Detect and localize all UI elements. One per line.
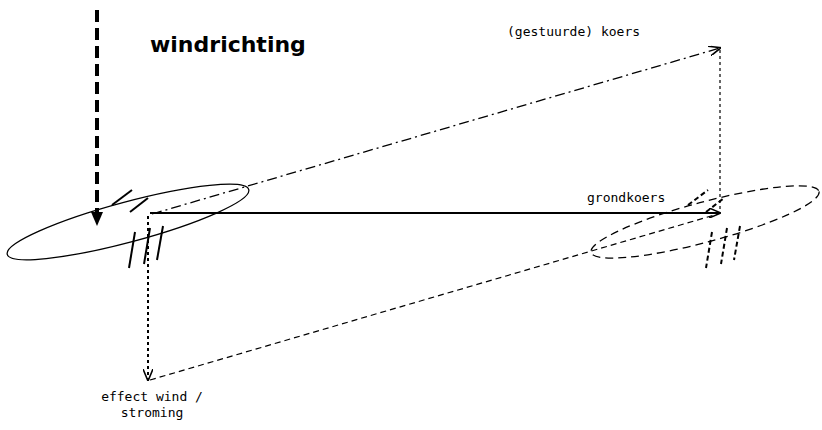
ground-course-label: grondkoers: [585, 190, 667, 205]
steered-course-line: [152, 48, 720, 214]
construction-line: [719, 50, 720, 212]
wind-arrow: [95, 10, 99, 225]
boat-marks: [112, 190, 163, 268]
title-label: windrichting: [150, 32, 306, 57]
construction-line: [150, 214, 718, 380]
boat-outline-dashed: [586, 172, 822, 272]
course-label: (gestuurde) koers: [505, 24, 642, 39]
ground-course-arrow: [150, 212, 720, 214]
drift-label: effect wind / stroming: [92, 389, 212, 421]
boat-marks-dashed: [688, 190, 740, 268]
boat-outline: [2, 170, 254, 273]
